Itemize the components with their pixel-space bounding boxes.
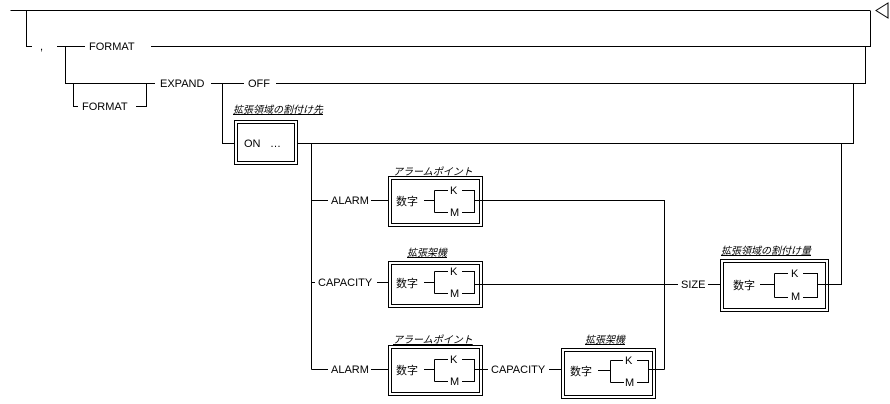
format-optional-keyword: FORMAT	[82, 101, 128, 113]
on-caption: 拡張領域の割付け先	[233, 104, 324, 116]
capacity-box	[561, 348, 656, 399]
end-terminator-icon	[875, 2, 889, 19]
number-label: 数字	[570, 364, 592, 378]
on-return-line	[298, 83, 854, 144]
unit-choice-lines	[598, 360, 665, 383]
off-keyword: OFF	[248, 78, 270, 90]
unit-m: M	[625, 377, 634, 389]
size-clause: SIZE 拡張領域の割付け量 数字 K M	[681, 245, 829, 312]
connector	[136, 83, 147, 107]
unit-choice-lines	[424, 271, 678, 294]
size-return-line	[829, 143, 842, 285]
unit-m: M	[450, 207, 459, 219]
on-keyword: ON	[244, 138, 261, 150]
unit-k: K	[450, 266, 458, 278]
unit-k: K	[625, 355, 633, 367]
alarm-keyword: ALARM	[331, 364, 369, 376]
on-box-inner	[237, 123, 295, 162]
alarm-box-inner	[391, 179, 480, 224]
on-branch-line	[222, 83, 234, 144]
branch-alarm-capacity: ALARM アラームポイント 数字 K M CAPACITY 拡張架機 数字 K…	[311, 334, 665, 399]
unit-m: M	[791, 291, 800, 303]
on-box	[234, 120, 298, 165]
expand-keyword: EXPAND	[160, 78, 204, 90]
size-box-inner	[723, 262, 826, 309]
expand-branch-line	[65, 46, 155, 84]
alarm-box	[388, 176, 483, 227]
branch-capacity: CAPACITY 拡張架機 数字 K M	[311, 247, 678, 308]
unit-choice-lines	[760, 273, 829, 298]
capacity-caption: 拡張架機	[407, 247, 448, 259]
alarm-keyword: ALARM	[331, 195, 369, 207]
capacity-box-inner	[564, 351, 653, 396]
unit-m: M	[450, 288, 459, 300]
comma: ,	[40, 41, 43, 53]
capacity-box	[388, 261, 483, 308]
unit-m: M	[450, 376, 459, 388]
alarm-box-inner	[391, 348, 480, 393]
alarm-box	[388, 345, 483, 396]
size-keyword: SIZE	[681, 279, 705, 291]
capacity-keyword: CAPACITY	[318, 277, 373, 289]
capacity-caption: 拡張架機	[585, 334, 626, 346]
unit-k: K	[450, 354, 458, 366]
format-return-line	[151, 10, 871, 47]
option-branch-line	[26, 10, 32, 47]
format-keyword: FORMAT	[89, 41, 135, 53]
ellipsis: …	[270, 138, 281, 150]
off-return-line	[276, 46, 866, 84]
unit-k: K	[791, 268, 799, 280]
number-label: 数字	[396, 194, 418, 208]
connector	[73, 83, 78, 107]
unit-k: K	[450, 185, 458, 197]
unit-choice-lines	[424, 359, 488, 382]
number-label: 数字	[396, 363, 418, 377]
size-caption: 拡張領域の割付け量	[721, 245, 812, 257]
branch-alarm: ALARM アラームポイント 数字 K M	[311, 166, 665, 370]
unit-choice-lines	[424, 190, 665, 370]
number-label: 数字	[396, 276, 418, 290]
alarm-caption: アラームポイント	[393, 334, 473, 346]
alarm-caption: アラームポイント	[393, 166, 473, 178]
number-label: 数字	[733, 278, 755, 292]
capacity-keyword: CAPACITY	[491, 364, 546, 376]
